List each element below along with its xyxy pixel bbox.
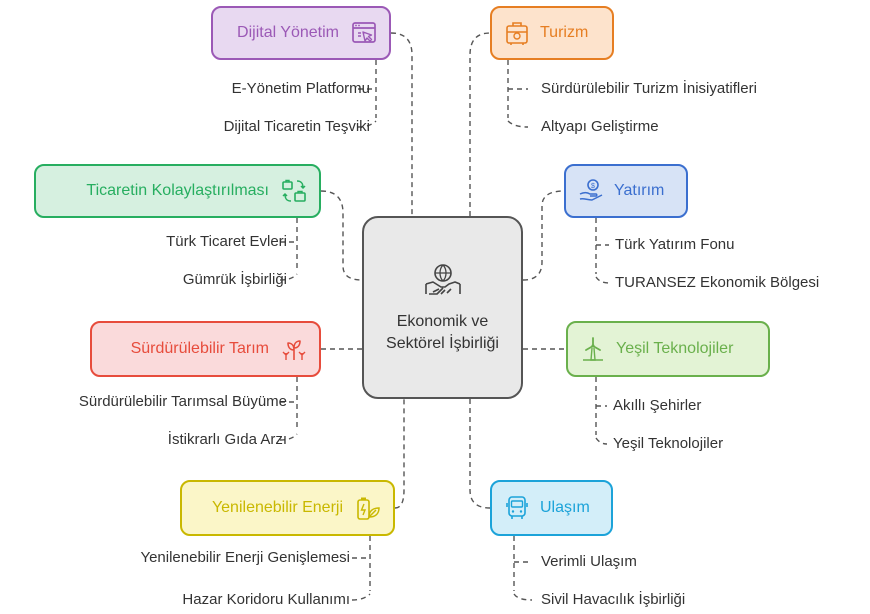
leaf-tarimsal-buyume: Sürdürülebilir Tarımsal Büyüme	[78, 393, 287, 410]
web-window-icon	[351, 20, 377, 46]
leaf-verimli-ulasim: Verimli Ulaşım	[541, 553, 637, 570]
connector-line	[469, 32, 491, 216]
bus-icon	[504, 495, 530, 521]
coin-hand-icon: $	[578, 178, 604, 204]
plant-sprout-icon	[281, 336, 307, 362]
leaf-gumruk-isbirligi: Gümrük İşbirliği	[182, 271, 287, 288]
connector-line	[507, 60, 529, 128]
connector-line	[595, 377, 608, 445]
connector-line	[513, 536, 533, 601]
central-node: Ekonomik ve Sektörel İşbirliği	[362, 216, 523, 399]
connector-line	[390, 32, 413, 216]
central-node-label: Ekonomik ve Sektörel İşbirliği	[386, 313, 499, 352]
leaf-e-yonetim: E-Yönetim Platformu	[231, 80, 370, 97]
node-yenilenebilir-enerji: Yenilenebilir Enerji	[180, 480, 395, 536]
node-label: Yenilenebilir Enerji	[211, 499, 343, 516]
node-ticaret-kolaylastirilmasi: Ticaretin Kolaylaştırılması	[34, 164, 321, 218]
node-yesil-teknolojiler: Yeşil Teknolojiler	[566, 321, 770, 377]
node-label: Ticaretin Kolaylaştırılması	[86, 182, 269, 199]
node-label: Dijital Yönetim	[237, 24, 339, 41]
connector-line	[595, 218, 610, 284]
leaf-turk-yatirim-fonu: Türk Yatırım Fonu	[615, 236, 735, 253]
connector-line	[320, 190, 363, 281]
leaf-turansez: TURANSEZ Ekonomik Bölgesi	[615, 274, 820, 291]
connector-line	[351, 536, 371, 601]
node-label: Yatırım	[614, 182, 665, 199]
handshake-globe-icon	[423, 260, 463, 305]
node-yatirim: $ Yatırım	[564, 164, 688, 218]
leaf-hazar-koridoru: Hazar Koridoru Kullanımı	[182, 591, 350, 608]
leaf-dijital-ticaret: Dijital Ticaretin Teşviki	[223, 118, 370, 135]
leaf-sivil-havacilik: Sivil Havacılık İşbirliği	[541, 591, 686, 608]
trade-exchange-icon	[281, 178, 307, 204]
node-label: Ulaşım	[540, 499, 590, 516]
leaf-turizm-inisiyatifleri: Sürdürülebilir Turizm İnisiyatifleri	[541, 80, 757, 97]
connector-line	[469, 399, 491, 509]
node-ulasim: Ulaşım	[490, 480, 613, 536]
luggage-icon	[504, 20, 530, 46]
node-label: Yeşil Teknolojiler	[616, 340, 734, 357]
node-label: Sürdürülebilir Tarım	[130, 340, 269, 357]
leaf-akilli-sehirler: Akıllı Şehirler	[613, 397, 702, 414]
leaf-gida-arzi: İstikrarlı Gıda Arzı	[167, 431, 287, 448]
connector-line	[394, 399, 405, 509]
wind-turbine-icon	[580, 336, 606, 362]
node-label: Turizm	[540, 24, 589, 41]
leaf-yesil-teknolojiler: Yeşil Teknolojiler	[613, 435, 724, 452]
leaf-altyapi: Altyapı Geliştirme	[541, 118, 659, 135]
node-turizm: Turizm	[490, 6, 614, 60]
node-surdurulebilir-tarim: Sürdürülebilir Tarım	[90, 321, 321, 377]
connector-line	[279, 377, 298, 441]
leaf-turk-ticaret-evleri: Türk Ticaret Evleri	[166, 233, 287, 250]
connector-line	[522, 190, 565, 281]
svg-text:$: $	[591, 183, 595, 190]
battery-leaf-icon	[355, 495, 381, 521]
leaf-enerji-genislemesi: Yenilenebilir Enerji Genişlemesi	[140, 549, 350, 566]
connector-line	[357, 60, 377, 128]
node-dijital-yonetim: Dijital Yönetim	[211, 6, 391, 60]
connector-line	[279, 218, 298, 281]
